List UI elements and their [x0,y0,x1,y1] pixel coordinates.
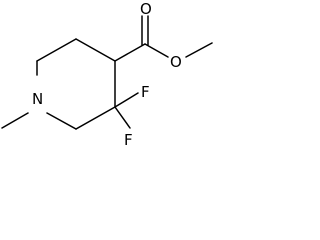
atom-nitrogen: N [32,90,43,108]
atom-fluorine-lower: F [124,131,133,149]
bond-c4-carbonyl [114,43,146,62]
bond-c3-c4 [75,38,116,62]
atom-fluorine-upper: F [141,83,150,101]
bond-carbonyl-o-ester [144,43,169,58]
bond-c2-c3 [36,38,77,62]
bond-c5-f-lower [114,106,131,129]
bond-o-methyl [185,42,213,58]
atom-oxygen-ester: O [170,53,182,71]
structure-diagram: N F F O O [1,0,213,149]
atom-oxygen-carbonyl: O [140,0,152,18]
bond-c6-n [46,112,77,130]
bond-n-methyl [1,112,29,129]
bond-c5-f-upper [114,92,139,108]
bond-c5-c6 [75,106,116,130]
